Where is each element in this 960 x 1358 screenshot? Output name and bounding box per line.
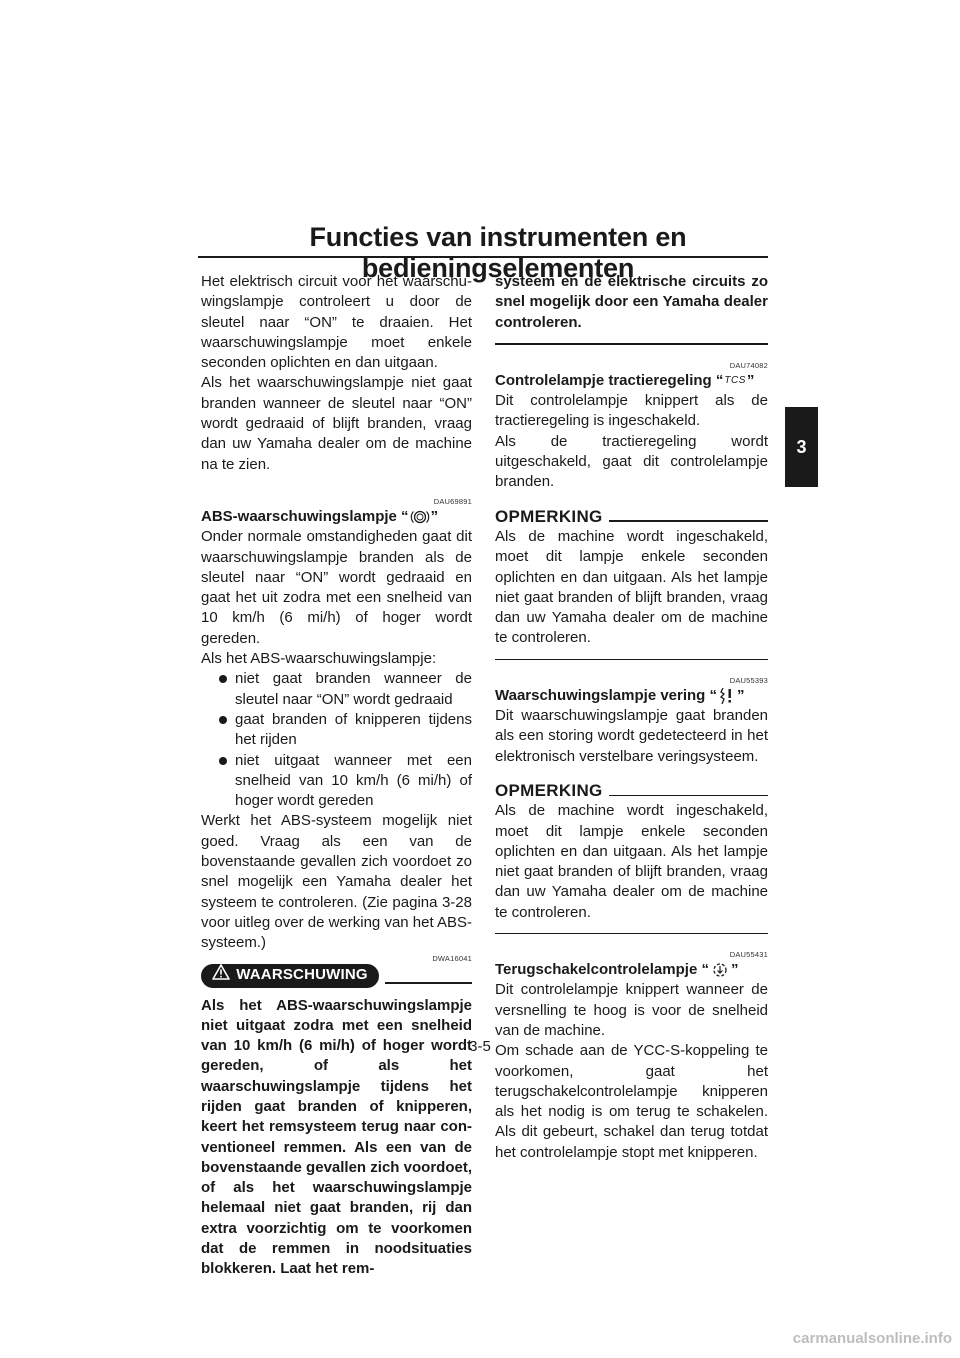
abs-bullet-list: niet gaat branden wanneer de sleutel naa… bbox=[201, 669, 472, 811]
note-rule bbox=[608, 520, 768, 522]
abs-heading: ABS-waarschuwingslampje “ ” bbox=[201, 507, 472, 527]
list-item: gaat branden of knipperen tijdens het ri… bbox=[219, 710, 472, 751]
tcs-heading-suffix: ” bbox=[746, 371, 755, 389]
note-text-1: Als de machine wordt ingeschakeld, moet … bbox=[495, 527, 768, 647]
warning-text-continued: systeem en de elektrische circuits zo sn… bbox=[495, 273, 768, 331]
warning-end-rule bbox=[495, 342, 768, 345]
downshift-heading: Terugschakelcontrolelampje “ ” bbox=[495, 960, 768, 980]
note-heading-1: OPMERKING bbox=[495, 507, 768, 527]
right-column: systeem en de elektrische circuits zo sn… bbox=[495, 272, 768, 1163]
warning-text: Als het ABS-waarschuwingslampje niet uit… bbox=[201, 996, 472, 1278]
downshift-paragraph-1: Dit controlelampje knippert wanneer de v… bbox=[495, 981, 768, 1039]
tcs-heading-prefix: Controlelampje tractieregeling “ bbox=[495, 371, 724, 389]
tcs-paragraph-1: Dit controlelampje knippert als de tract… bbox=[495, 392, 768, 430]
note-text-2: Als de machine wordt ingeschakeld, moet … bbox=[495, 802, 768, 921]
page-title: Functies van instrumenten en bedieningse… bbox=[309, 222, 687, 283]
warning-rule bbox=[385, 982, 472, 984]
suspension-reference-code: DAU55393 bbox=[729, 675, 768, 685]
note-end-rule bbox=[495, 933, 768, 935]
downshift-paragraph-2: Om schade aan de YCC-S-koppeling te voor… bbox=[495, 1042, 768, 1161]
note-end-rule bbox=[495, 658, 768, 660]
tcs-paragraph-2: Als de tractieregeling wordt uitgeschake… bbox=[495, 432, 768, 491]
note-label: OPMERKING bbox=[495, 506, 603, 526]
list-item: niet uitgaat wanneer met een snelheid va… bbox=[219, 751, 472, 812]
abs-paragraph-3: Werkt het ABS-systeem mogelijk niet goed… bbox=[201, 812, 472, 952]
warning-label: WAARSCHUWING bbox=[236, 966, 368, 984]
tcs-reference-code: DAU74082 bbox=[729, 360, 768, 370]
note-heading-2: OPMERKING bbox=[495, 781, 768, 801]
tcs-heading: Controlelampje tractieregeling “ TCS ” bbox=[495, 371, 768, 391]
list-item: niet gaat branden wanneer de sleutel naa… bbox=[219, 669, 472, 710]
abs-paragraph-2: Als het ABS-waarschuwingslampje: bbox=[201, 650, 437, 668]
suspension-paragraph-1: Dit waarschuwingslampje gaat branden als… bbox=[495, 707, 768, 765]
note-rule bbox=[608, 794, 768, 797]
abs-heading-prefix: ABS-waarschuwingslampje “ bbox=[201, 507, 409, 525]
warning-triangle-icon bbox=[212, 964, 231, 986]
suspension-heading-prefix: Waarschuwingslampje vering “ bbox=[495, 686, 718, 704]
suspension-heading: Waarschuwingslampje vering “ ” bbox=[495, 686, 768, 706]
note-label: OPMERKING bbox=[495, 780, 603, 800]
left-column: Het elektrisch circuit voor het waarschu… bbox=[201, 272, 472, 1280]
tcs-icon: TCS bbox=[724, 374, 746, 386]
downshift-icon bbox=[710, 961, 730, 979]
title-rule bbox=[198, 256, 768, 258]
watermark: carmanualsonline.info bbox=[792, 1330, 952, 1347]
page-number: 3-5 bbox=[469, 1038, 491, 1055]
downshift-reference-code: DAU55431 bbox=[729, 950, 768, 960]
suspension-heading-suffix: ” bbox=[737, 686, 745, 704]
intro-paragraph-1: Het elektrisch circuit voor het waarschu… bbox=[201, 273, 472, 372]
abs-paragraph-1: Onder normale omstandigheden gaat dit wa… bbox=[201, 528, 472, 647]
abs-heading-suffix: ” bbox=[430, 507, 439, 525]
warning-reference-code: DWA16041 bbox=[432, 953, 472, 963]
suspension-warning-icon bbox=[718, 687, 736, 705]
warning-banner: WAARSCHUWING bbox=[201, 963, 472, 988]
abs-warning-icon bbox=[410, 508, 430, 526]
abs-reference-code: DAU69891 bbox=[433, 496, 472, 506]
downshift-heading-prefix: Terugschakelcontrolelampje “ bbox=[495, 961, 709, 979]
intro-paragraph-2: Als het waarschuwingslampje niet gaat br… bbox=[201, 374, 472, 473]
downshift-heading-suffix: ” bbox=[730, 961, 739, 979]
warning-label-box: WAARSCHUWING bbox=[201, 963, 379, 988]
chapter-tab[interactable]: 3 bbox=[785, 407, 818, 487]
